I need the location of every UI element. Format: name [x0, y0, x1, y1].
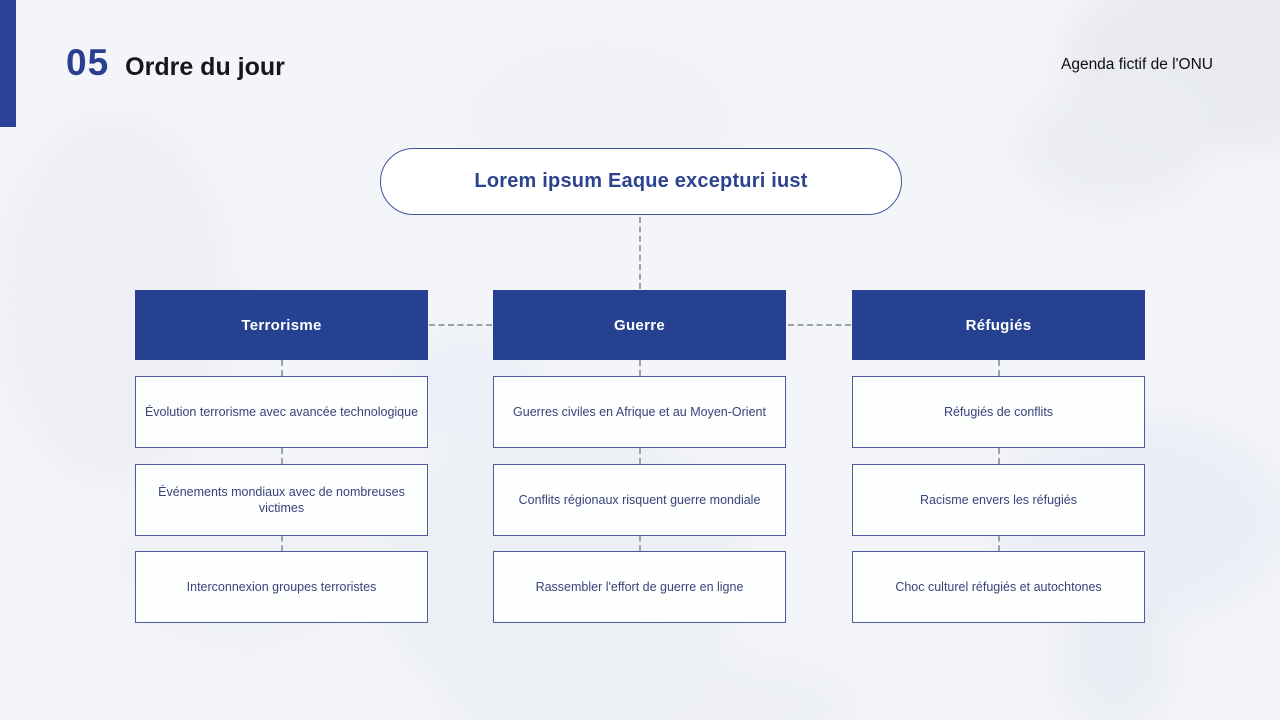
column-refugies: Réfugiés Réfugiés de conflits Racisme en…	[852, 290, 1145, 623]
connector-guerre-refugies	[788, 324, 851, 326]
connector-icon	[281, 360, 283, 376]
connector-icon	[281, 448, 283, 464]
column-guerre: Guerre Guerres civiles en Afrique et au …	[493, 290, 786, 623]
column-header-guerre: Guerre	[493, 290, 786, 360]
agenda-item: Interconnexion groupes terroristes	[135, 551, 428, 623]
agenda-item: Choc culturel réfugiés et autochtones	[852, 551, 1145, 623]
page-number: 05	[66, 42, 110, 83]
agenda-item: Évolution terrorisme avec avancée techno…	[135, 376, 428, 448]
column-header-refugies: Réfugiés	[852, 290, 1145, 360]
agenda-item: Racisme envers les réfugiés	[852, 464, 1145, 536]
connector-icon	[639, 536, 641, 551]
agenda-item: Guerres civiles en Afrique et au Moyen-O…	[493, 376, 786, 448]
column-header-terrorisme: Terrorisme	[135, 290, 428, 360]
agenda-item: Événements mondiaux avec de nombreuses v…	[135, 464, 428, 536]
connector-root-to-center	[639, 217, 641, 289]
connector-icon	[639, 360, 641, 376]
connector-icon	[998, 448, 1000, 464]
connector-icon	[639, 448, 641, 464]
connector-terrorisme-guerre	[429, 324, 492, 326]
connector-icon	[998, 360, 1000, 376]
connector-icon	[998, 536, 1000, 551]
root-topic-node: Lorem ipsum Eaque excepturi iust	[380, 148, 902, 215]
column-terrorisme: Terrorisme Évolution terrorisme avec ava…	[135, 290, 428, 623]
slide-title: Ordre du jour	[125, 53, 285, 81]
slide-header: 05 Ordre du jour	[66, 44, 285, 81]
agenda-item: Rassembler l'effort de guerre en ligne	[493, 551, 786, 623]
connector-icon	[281, 536, 283, 551]
left-accent-bar	[0, 0, 16, 127]
agenda-item: Réfugiés de conflits	[852, 376, 1145, 448]
header-note: Agenda fictif de l'ONU	[1060, 56, 1213, 73]
agenda-item: Conflits régionaux risquent guerre mondi…	[493, 464, 786, 536]
